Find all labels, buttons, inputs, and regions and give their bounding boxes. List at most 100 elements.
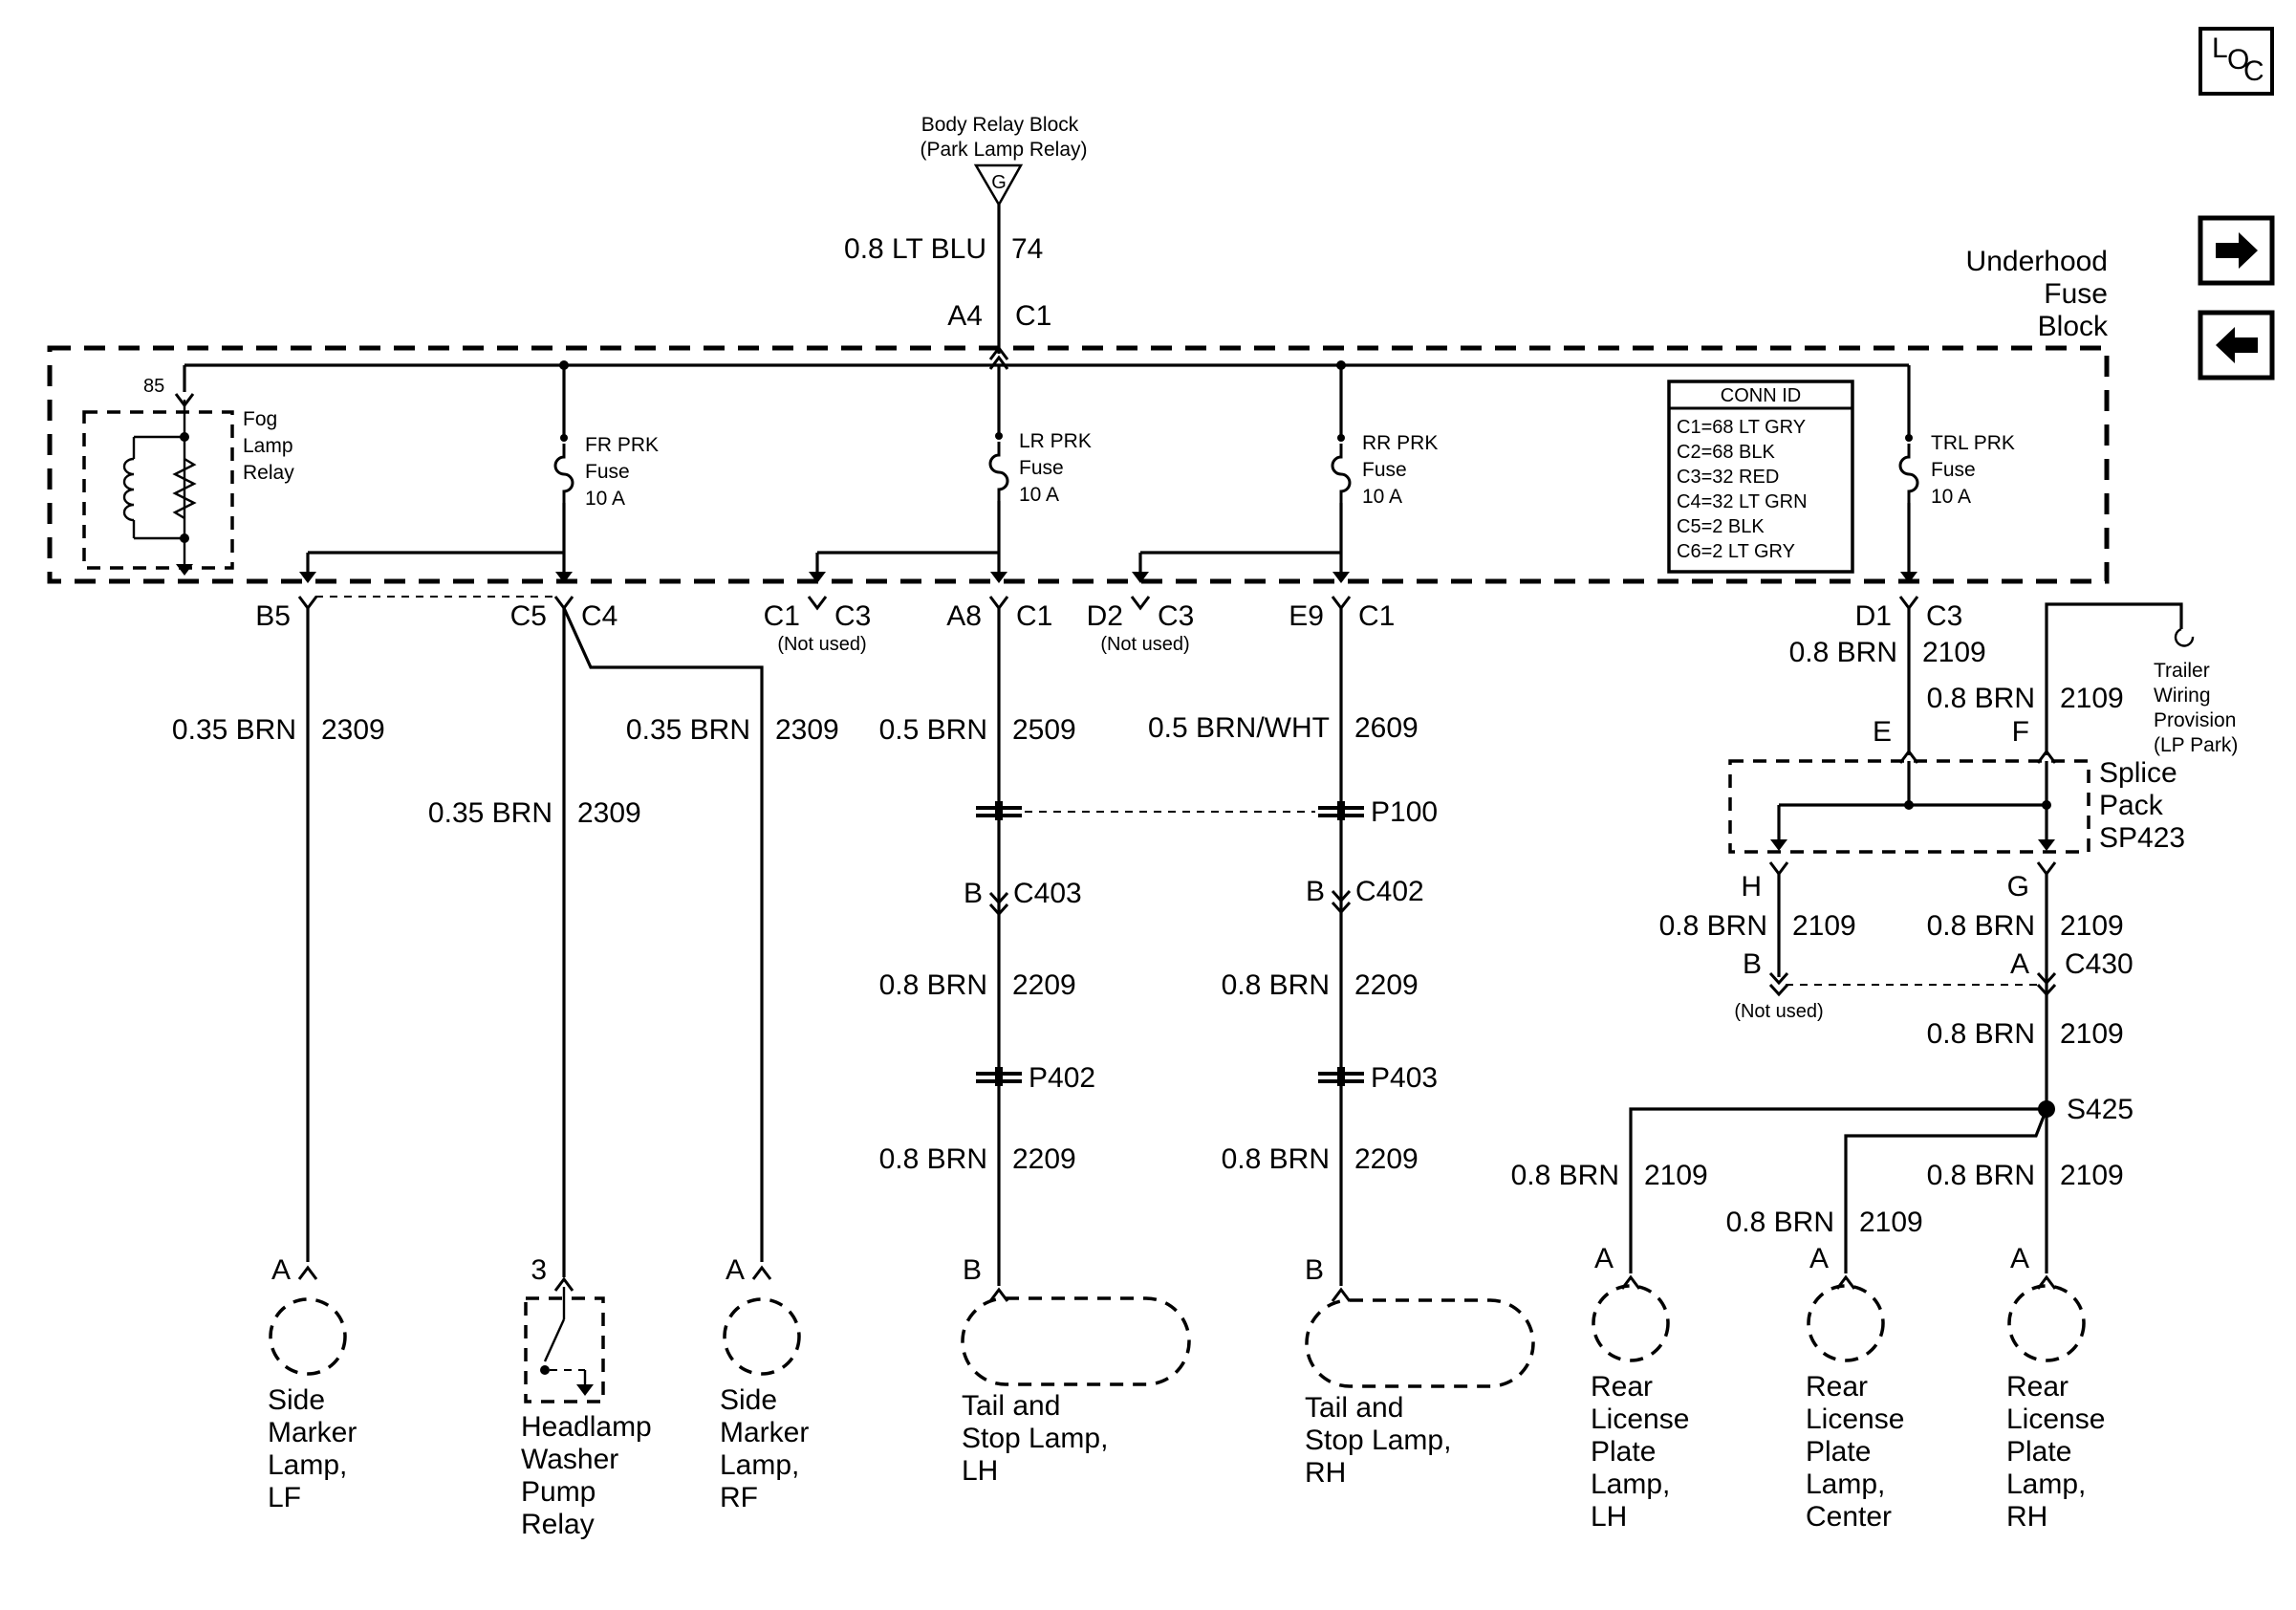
- pin-c1-a-label: C1: [1016, 600, 1052, 632]
- plate-lh-name-4: Lamp,: [1591, 1469, 1670, 1500]
- lf-marker-name-1: Side: [268, 1384, 325, 1416]
- splice-pin-h-symbol: [1768, 860, 1789, 876]
- plate-rh-name-4: Lamp,: [2006, 1469, 2086, 1500]
- lf-marker-wire-gauge: 0.35 BRN: [172, 714, 296, 746]
- rh-tail-wire-3-circuit: 2209: [1354, 1143, 1419, 1175]
- pin-c3-nu2-label: C3: [1158, 600, 1194, 632]
- trl-3-circuit: 2109: [2060, 1018, 2124, 1050]
- trailer-label-3: Provision: [2154, 709, 2236, 731]
- pin-e9-label: E9: [1289, 600, 1324, 632]
- pin-b5-label: B5: [255, 600, 291, 632]
- lr-fuse-label-2: Fuse: [1019, 457, 1064, 479]
- trailer-label-2: Wiring: [2154, 685, 2211, 707]
- feed-wire-gauge: 0.8 LT BLU: [844, 233, 986, 265]
- conn-id-table: CONN ID C1=68 LT GRY C2=68 BLK C3=32 RED…: [1667, 380, 1854, 574]
- rr-fuse-label-2: Fuse: [1362, 459, 1407, 481]
- source-terminal-label: G: [991, 172, 1007, 193]
- lh-tail-pin: B: [963, 1254, 982, 1286]
- relay-pin-85: 85: [143, 376, 164, 397]
- pin-c5-label: C5: [510, 600, 547, 632]
- conn-id-row: C1=68 LT GRY: [1677, 417, 1806, 438]
- plate-lh-name-5: LH: [1591, 1501, 1627, 1533]
- trailer-provision-wire: [2045, 602, 2183, 755]
- washer-wire-circuit: 2309: [577, 797, 641, 829]
- splice-pin-f: F: [2012, 716, 2029, 748]
- trl-wire-2-gauge: 0.8 BRN: [1927, 683, 2035, 714]
- rh-tail-name-3: RH: [1305, 1457, 1346, 1489]
- plate-rh-name-1: Rear: [2006, 1371, 2069, 1403]
- c402-label: C402: [1355, 876, 1424, 907]
- rh-tail-name-2: Stop Lamp,: [1305, 1425, 1451, 1456]
- plate-center-name-1: Rear: [1806, 1371, 1868, 1403]
- side-marker-lamp-lf: A Side Marker Lamp, LF: [268, 1254, 357, 1513]
- side-marker-lamp-rf: A Side Marker Lamp, RF: [720, 1254, 809, 1513]
- splice-pack-name-3: SP423: [2099, 822, 2185, 854]
- lh-tail-name-3: LH: [962, 1455, 998, 1487]
- trailer-label-4: (LP Park): [2154, 734, 2238, 756]
- lh-tail-name-2: Stop Lamp,: [962, 1423, 1108, 1454]
- lh-tail-wire-2-gauge: 0.8 BRN: [879, 969, 987, 1001]
- rh-tail-pin: B: [1305, 1254, 1324, 1286]
- pin-c1-b-label: C1: [1358, 600, 1395, 632]
- rr-fuse-label-3: 10 A: [1362, 486, 1402, 508]
- source-subtitle: (Park Lamp Relay): [920, 139, 1087, 161]
- pin-c3-nu-label: C3: [834, 600, 871, 632]
- plate-lh-name-2: License: [1591, 1403, 1689, 1435]
- trl-fuse-label-2: Fuse: [1931, 459, 1976, 481]
- lr-fuse-label-1: LR PRK: [1019, 430, 1092, 452]
- pin-d1-symbol: [1898, 595, 1919, 610]
- washer-relay-name-4: Relay: [521, 1509, 595, 1540]
- trl-g-gauge: 0.8 BRN: [1927, 910, 2035, 942]
- lh-tail-wire-2-circuit: 2209: [1012, 969, 1076, 1001]
- pin-b5-symbol: [297, 595, 318, 610]
- splice-pack-name-2: Pack: [2099, 790, 2164, 821]
- pin-a8-label: A8: [946, 600, 982, 632]
- fuse-block-title-1: Underhood: [1966, 246, 2108, 277]
- plate-lh-wire: [1629, 1107, 2047, 1273]
- c403-label: C403: [1013, 878, 1082, 909]
- tail-stop-lamp-lh: B Tail and Stop Lamp, LH: [961, 1254, 1191, 1487]
- arrow-right-icon: [2216, 232, 2258, 269]
- p100-right-symbol: [1318, 801, 1364, 820]
- plate-rh-circuit: 2109: [2060, 1160, 2124, 1191]
- plate-rh-name-2: License: [2006, 1403, 2105, 1435]
- trl-fuse-icon: [1898, 432, 1919, 505]
- loc-button[interactable]: L O C: [2199, 27, 2274, 96]
- rf-marker-wire-gauge: 0.35 BRN: [626, 714, 750, 746]
- rh-tail-wire-2-gauge: 0.8 BRN: [1222, 969, 1330, 1001]
- lf-marker-name-3: Lamp,: [268, 1449, 347, 1481]
- trl-fuse-label-3: 10 A: [1931, 486, 1971, 508]
- rf-marker-name-3: Lamp,: [720, 1449, 799, 1481]
- prev-page-button[interactable]: [2198, 310, 2275, 381]
- plate-center-name-2: License: [1806, 1403, 1904, 1435]
- tail-stop-lamp-rh: B Tail and Stop Lamp, RH: [1305, 1254, 1535, 1489]
- fr-fuse-label-3: 10 A: [585, 488, 625, 510]
- rf-marker-name-1: Side: [720, 1384, 777, 1416]
- plate-center-pin: A: [1809, 1243, 1829, 1274]
- fr-fuse-label-2: Fuse: [585, 461, 630, 483]
- fog-lamp-relay-symbol: [122, 392, 197, 576]
- plate-lh-name-1: Rear: [1591, 1371, 1653, 1403]
- s425-label: S425: [2067, 1094, 2134, 1125]
- rf-marker-pin: A: [726, 1254, 745, 1286]
- trl-3-gauge: 0.8 BRN: [1927, 1018, 2035, 1050]
- plate-center-name-5: Center: [1806, 1501, 1892, 1533]
- plate-center-gauge: 0.8 BRN: [1726, 1207, 1834, 1238]
- rf-marker-wire-circuit: 2309: [775, 714, 839, 746]
- rr-fuse-label-1: RR PRK: [1362, 432, 1438, 454]
- arrow-left-icon: [2216, 327, 2258, 363]
- source-terminal-triangle: [973, 163, 1024, 207]
- plate-center-wire: [1844, 1108, 2048, 1273]
- splice-pack-name-1: Splice: [2099, 757, 2177, 789]
- next-page-button[interactable]: [2198, 215, 2275, 286]
- plate-center-name-3: Plate: [1806, 1436, 1871, 1468]
- lr-fuse-label-3: 10 A: [1019, 484, 1059, 506]
- c403-pin: B: [964, 878, 983, 909]
- splice-pin-g: G: [2007, 871, 2029, 903]
- splice-pin-e: E: [1873, 716, 1892, 748]
- lf-marker-pin: A: [271, 1254, 291, 1286]
- splice-pin-g-symbol: [2036, 860, 2057, 876]
- license-plate-lamp-center: A Rear License Plate Lamp, Center: [1806, 1243, 1904, 1533]
- lf-marker-name-2: Marker: [268, 1417, 357, 1448]
